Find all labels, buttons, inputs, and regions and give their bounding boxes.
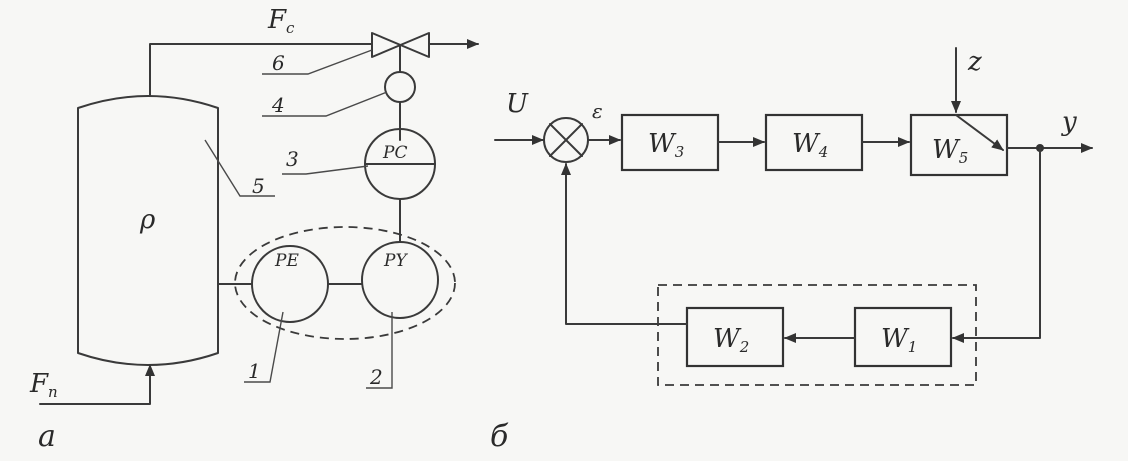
callout-leader-5 [204,139,275,197]
block-w1-label: W1 [881,324,917,356]
block-w4-label: W4 [792,129,828,161]
flow-bottom-label: Fn [29,369,58,401]
vessel [77,95,219,366]
feedback-left-line [561,163,688,325]
feedback-right-line [952,147,1041,343]
callout-4: 4 [271,93,285,117]
block-w5 [909,113,1009,177]
summing-cross-2 [549,123,583,157]
top-outlet-pipe [149,43,373,97]
pressure-controller-label: PC [382,143,407,163]
bottom-inlet-pipe [39,371,151,405]
block-diagram: U ε W3 W4 W5 z y [490,47,1093,454]
measuring-unit-dashed-boundary [234,226,456,340]
flow-top-label: Fc [267,5,295,37]
callout-5: 5 [252,174,265,198]
block-w3-label: W3 [648,129,684,161]
callout-2: 2 [369,365,383,389]
measuring-block-dashed-boundary [657,284,977,386]
actuator [384,71,416,103]
caption-a: a [38,419,56,454]
callout-leader-6 [262,49,373,75]
caption-b: б [490,419,509,454]
output-label: y [1061,107,1077,137]
callout-1: 1 [248,359,261,383]
pressure-transducer [361,241,439,319]
block-w2-label: W2 [713,324,749,356]
disturbance-diagonal [955,114,1004,151]
callout-3: 3 [286,147,299,171]
error-label: ε [592,99,603,123]
pressure-sensor-label: PE [274,251,299,271]
pressure-transducer-label: PY [383,251,408,271]
control-valve [371,32,430,58]
callout-leader-3 [282,165,369,175]
callout-leader-2 [366,312,393,389]
callout-leader-1 [244,311,284,383]
vessel-label: ρ [139,205,156,235]
inlet-arrow [145,364,155,376]
block-w5-label: W5 [932,135,968,167]
input-label: U [506,89,529,119]
callout-6: 6 [272,51,285,75]
block-w1 [853,306,953,368]
block-w2 [685,306,785,368]
process-scheme: ρ Fc PC PE PY Fn 6 [29,5,479,454]
callout-leader-4 [262,91,388,117]
disturbance-label: z [967,47,982,77]
